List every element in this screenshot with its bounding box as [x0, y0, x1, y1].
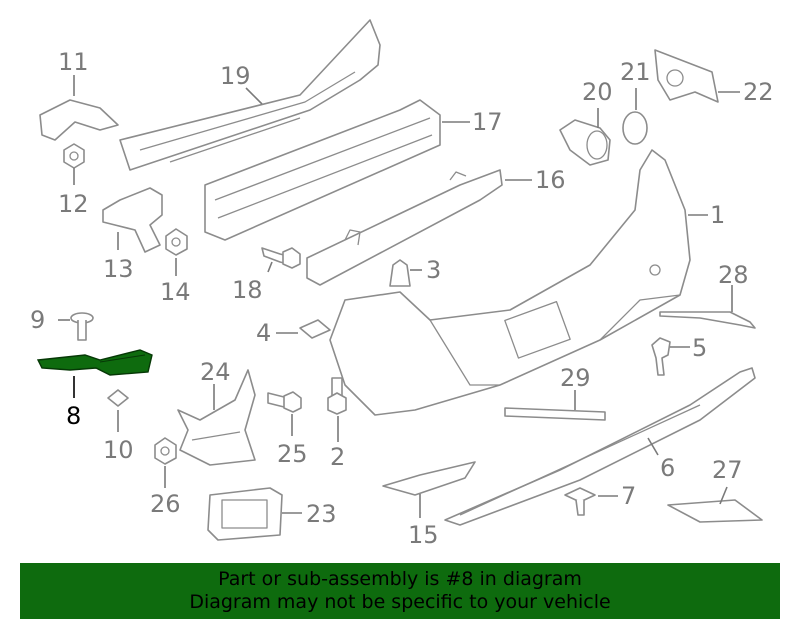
label-18: 18	[232, 276, 263, 304]
part-labels: 11 12 13 14 19 17 18 16 20 21 22 1 3 4 9…	[30, 48, 774, 549]
label-10: 10	[103, 436, 134, 464]
label-14: 14	[160, 278, 191, 306]
label-4: 4	[256, 319, 271, 347]
part-24-bracket	[177, 369, 256, 466]
parts-diagram: 11 12 13 14 19 17 18 16 20 21 22 1 3 4 9…	[30, 19, 774, 549]
label-17: 17	[472, 108, 503, 136]
label-26: 26	[150, 490, 181, 518]
label-23: 23	[306, 500, 337, 528]
label-24: 24	[200, 358, 231, 386]
label-6: 6	[660, 454, 675, 482]
part-9-screw	[70, 312, 94, 341]
part-5-clip	[651, 337, 671, 376]
label-27: 27	[712, 456, 743, 484]
part-1-bumper-cover	[329, 149, 691, 416]
part-13-bracket	[102, 187, 163, 253]
part-27-reflector	[667, 499, 763, 523]
info-banner: Part or sub-assembly is #8 in diagram Di…	[20, 563, 780, 619]
part-8-bracket-highlighted	[36, 349, 153, 376]
label-22: 22	[743, 78, 774, 106]
label-12: 12	[58, 190, 89, 218]
part-23-bracket	[207, 487, 283, 541]
label-1: 1	[710, 201, 725, 229]
part-19-reinforcement	[119, 19, 381, 171]
part-21-ring	[622, 111, 648, 145]
label-28: 28	[718, 261, 749, 289]
part-16-absorber	[306, 169, 503, 286]
label-11: 11	[58, 48, 89, 76]
label-21: 21	[620, 58, 651, 86]
part-2-bolt	[327, 377, 347, 415]
leader-lines	[58, 75, 740, 518]
label-13: 13	[103, 255, 134, 283]
part-11-bracket	[39, 99, 119, 141]
label-7: 7	[621, 482, 636, 510]
label-15: 15	[408, 521, 439, 549]
part-12-nut	[63, 143, 85, 169]
part-28-strip	[659, 311, 756, 329]
label-16: 16	[535, 166, 566, 194]
label-5: 5	[692, 334, 707, 362]
part-17-bumper-beam	[204, 99, 441, 241]
part-14-nut	[165, 228, 188, 256]
label-9: 9	[30, 306, 45, 334]
banner-line-2: Diagram may not be specific to your vehi…	[189, 591, 611, 613]
label-3: 3	[426, 256, 441, 284]
label-20: 20	[582, 78, 613, 106]
label-29: 29	[560, 364, 591, 392]
part-18-bolt	[261, 247, 301, 269]
part-7-clip	[564, 487, 596, 516]
part-26-nut	[154, 437, 177, 465]
part-20-sensor	[559, 119, 611, 166]
label-2: 2	[330, 443, 345, 471]
part-4-clip	[299, 319, 331, 339]
label-8: 8	[66, 402, 81, 430]
label-19: 19	[220, 62, 251, 90]
part-15-trim	[382, 461, 476, 496]
banner-line-1: Part or sub-assembly is #8 in diagram	[218, 568, 582, 590]
label-25: 25	[277, 440, 308, 468]
part-6-diffuser	[444, 367, 756, 526]
part-22-bracket	[654, 49, 719, 103]
part-25-bolt	[267, 391, 302, 413]
part-29-strip	[504, 407, 606, 421]
part-3-clip	[389, 259, 411, 287]
part-10-clip	[107, 389, 129, 407]
